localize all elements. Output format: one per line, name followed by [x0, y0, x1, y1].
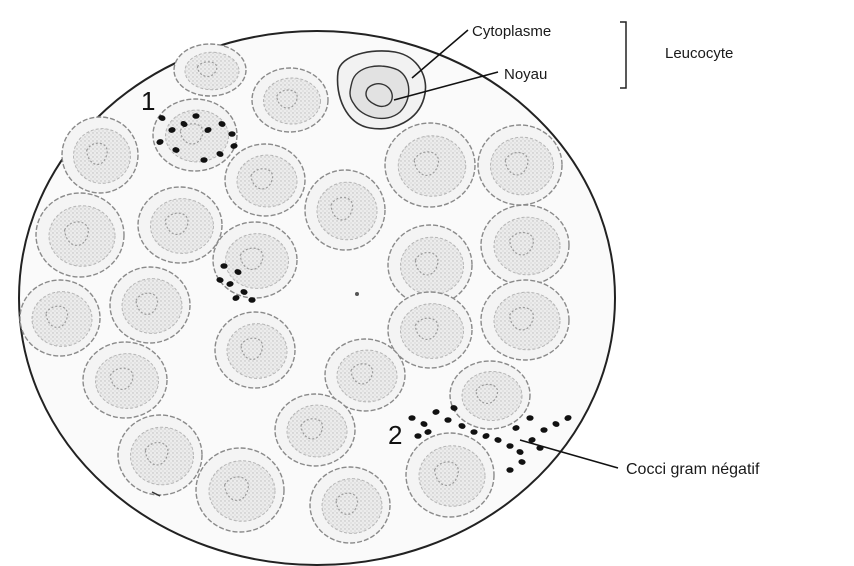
- coccus: [408, 415, 415, 421]
- coccus: [248, 297, 255, 303]
- cell: [388, 292, 472, 368]
- cell-cytoplasm: [185, 52, 239, 89]
- cell-cytoplasm: [462, 372, 522, 421]
- cell: [138, 187, 222, 263]
- cell: [110, 267, 190, 343]
- cell: [83, 342, 167, 418]
- cell-cytoplasm: [151, 199, 214, 254]
- cell-cytoplasm: [337, 350, 397, 402]
- cell-cytoplasm: [49, 206, 115, 266]
- cell: [481, 205, 569, 285]
- coccus: [526, 415, 533, 421]
- cell: [481, 280, 569, 360]
- cell: [196, 448, 284, 532]
- cytoplasme-label: Cytoplasme: [472, 23, 551, 40]
- leucocyte-label: Leucocyte: [665, 45, 733, 62]
- cell: [225, 144, 305, 216]
- cell: [305, 170, 385, 250]
- marker-1: 1: [141, 86, 155, 116]
- coccus: [470, 429, 477, 435]
- cocci-label: Cocci gram négatif: [626, 461, 760, 478]
- cell-cytoplasm: [209, 461, 275, 521]
- cell-cytoplasm: [32, 292, 92, 347]
- cell-cytoplasm: [491, 137, 554, 195]
- coccus: [220, 263, 227, 269]
- cell: [450, 361, 530, 429]
- cell: [478, 125, 562, 205]
- cell: [310, 467, 390, 543]
- cell-cytoplasm: [494, 217, 560, 275]
- cell-cytoplasm: [419, 446, 485, 506]
- coccus: [506, 467, 513, 473]
- cell-cytoplasm: [237, 155, 297, 207]
- cell-cytoplasm: [401, 237, 464, 295]
- cell-cytoplasm: [96, 354, 159, 409]
- cell: [62, 117, 138, 193]
- cell: [118, 415, 202, 495]
- coccus: [506, 443, 513, 449]
- cell-cytoplasm: [287, 405, 347, 457]
- cell-cytoplasm: [317, 182, 377, 240]
- cell-cytoplasm: [226, 234, 289, 289]
- cell: [275, 394, 355, 466]
- cell: [385, 123, 475, 207]
- cell: [36, 193, 124, 277]
- cell: [153, 99, 237, 171]
- center-speck: [355, 292, 359, 296]
- coccus: [228, 131, 235, 137]
- cell-cytoplasm: [227, 324, 287, 379]
- cell-cytoplasm: [264, 78, 321, 124]
- coccus: [200, 157, 207, 163]
- cell-cytoplasm: [122, 279, 182, 334]
- coccus: [540, 427, 547, 433]
- cell: [213, 222, 297, 298]
- cell: [406, 433, 494, 517]
- cell-cytoplasm: [401, 304, 464, 359]
- cell-cytoplasm: [322, 479, 382, 534]
- cell: [20, 280, 100, 356]
- cell: [215, 312, 295, 388]
- leucocyte-bracket: [620, 22, 626, 88]
- cell: [252, 68, 328, 132]
- marker-2: 2: [388, 420, 402, 450]
- coccus: [444, 417, 451, 423]
- coccus: [414, 433, 421, 439]
- cell-cytoplasm: [74, 129, 131, 184]
- cell-cytoplasm: [131, 427, 194, 485]
- leucocyte-highlight: [338, 51, 426, 129]
- cell: [174, 44, 246, 96]
- cell-cytoplasm: [494, 292, 560, 350]
- noyau-label: Noyau: [504, 66, 547, 83]
- cell-cytoplasm: [398, 136, 466, 196]
- coccus: [192, 113, 199, 119]
